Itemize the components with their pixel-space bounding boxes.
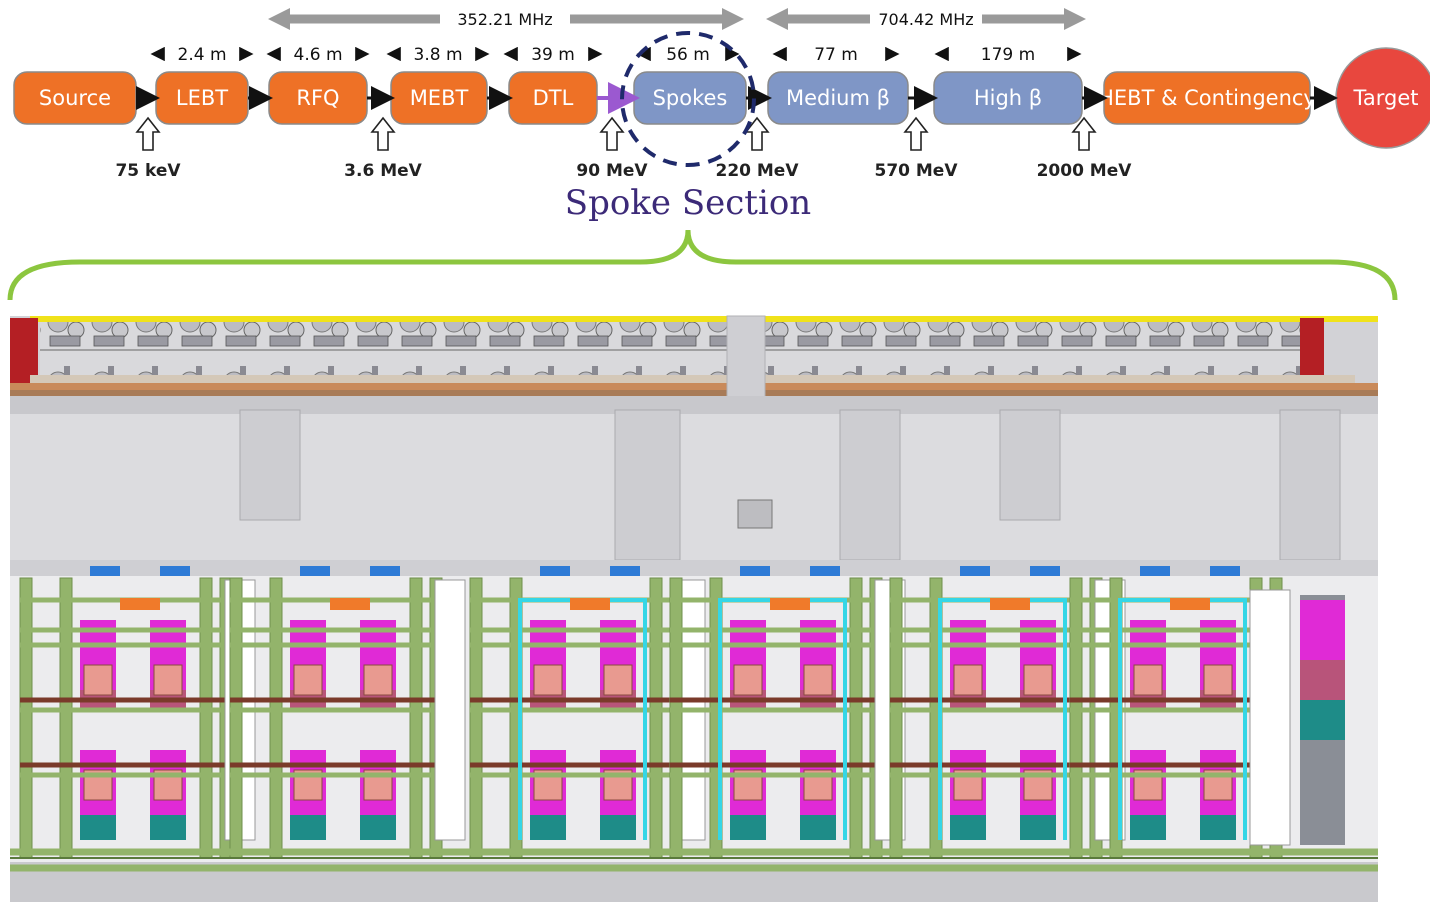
up-arrow-icon <box>599 116 625 151</box>
length-77-m: 77 m <box>772 45 900 65</box>
stage-lebt: LEBT <box>155 71 249 125</box>
stage-medium: Medium β <box>767 71 909 125</box>
frequency-band-low: 352.21 MHz <box>268 8 744 30</box>
energy-label: 220 MeV <box>715 161 799 181</box>
stage-rfq: RFQ <box>268 71 368 125</box>
length-label: 179 m <box>981 45 1035 65</box>
length-4-6-m: 4.6 m <box>266 45 370 65</box>
energy-labels: 75 keV 3.6 MeV 90 MeV 220 MeV 570 MeV 2000 Me… <box>115 116 1133 181</box>
stage-source: Source <box>13 71 137 125</box>
up-arrow-icon <box>370 116 396 151</box>
spoke-section-render <box>10 315 1378 902</box>
frequency-band-high: 704.42 MHz <box>766 8 1086 30</box>
cryomodule-row-right <box>765 322 1310 378</box>
length-2-4-m: 2.4 m <box>150 45 254 65</box>
rack-group <box>229 566 466 859</box>
section-brace <box>7 229 1398 301</box>
stage-label: HEBT & Contingency <box>1098 86 1316 110</box>
frequency-high-label: 704.42 MHz <box>878 10 973 29</box>
spoke-highlight-circle <box>620 31 756 167</box>
energy-220-mev: 220 MeV <box>715 116 799 181</box>
stage-label: High β <box>974 86 1042 110</box>
up-arrow-icon <box>903 116 929 151</box>
energy-label: 75 keV <box>115 161 181 181</box>
up-arrow-icon <box>1071 116 1097 151</box>
length-label: 39 m <box>531 45 575 65</box>
stage-label: LEBT <box>176 86 228 110</box>
energy-570-mev: 570 MeV <box>874 116 958 181</box>
up-arrow-icon <box>135 116 161 151</box>
length-label: 77 m <box>814 45 858 65</box>
length-3-8-m: 3.8 m <box>386 45 490 65</box>
stage-hebt-contingency: HEBT & Contingency <box>1098 71 1316 125</box>
stage-dtl: DTL <box>508 71 598 125</box>
length-56-m: 56 m <box>636 45 740 65</box>
stage-label: Source <box>39 86 111 110</box>
stage-high: High β <box>933 71 1083 125</box>
length-label: 2.4 m <box>178 45 227 65</box>
length-labels: 2.4 m 4.6 m 3.8 m 39 m 56 m 77 m 179 m <box>150 45 1082 65</box>
energy-2000-mev: 2000 MeV <box>1037 116 1133 181</box>
rack-group <box>669 566 906 859</box>
stage-label: Spokes <box>653 86 728 110</box>
stage-label: Target <box>1353 86 1419 110</box>
energy-label: 570 MeV <box>874 161 958 181</box>
energy-label: 2000 MeV <box>1037 161 1133 181</box>
section-title: Spoke Section <box>565 183 811 223</box>
energy-label: 90 MeV <box>576 161 648 181</box>
energy-3-6-mev: 3.6 MeV <box>344 116 423 181</box>
length-label: 3.8 m <box>414 45 463 65</box>
stage-label: RFQ <box>296 86 339 110</box>
stage-label: Medium β <box>786 86 890 110</box>
stage-target: Target <box>1335 47 1430 149</box>
stage-spokes: Spokes <box>633 71 747 125</box>
energy-90-mev: 90 MeV <box>576 116 648 181</box>
stage-label: MEBT <box>410 86 469 110</box>
length-179-m: 179 m <box>934 45 1082 65</box>
length-label: 4.6 m <box>294 45 343 65</box>
energy-label: 3.6 MeV <box>344 161 422 181</box>
frequency-low-label: 352.21 MHz <box>457 10 552 29</box>
stage-mebt: MEBT <box>390 71 488 125</box>
stage-label: DTL <box>533 86 574 110</box>
length-label: 56 m <box>666 45 710 65</box>
cryomodule-row-left <box>40 322 730 378</box>
energy-75-kev: 75 keV <box>115 116 181 181</box>
stage-flow: Source LEBT RFQ MEBT DTL Spokes Medium β High β… <box>13 47 1430 149</box>
length-39-m: 39 m <box>503 45 603 65</box>
